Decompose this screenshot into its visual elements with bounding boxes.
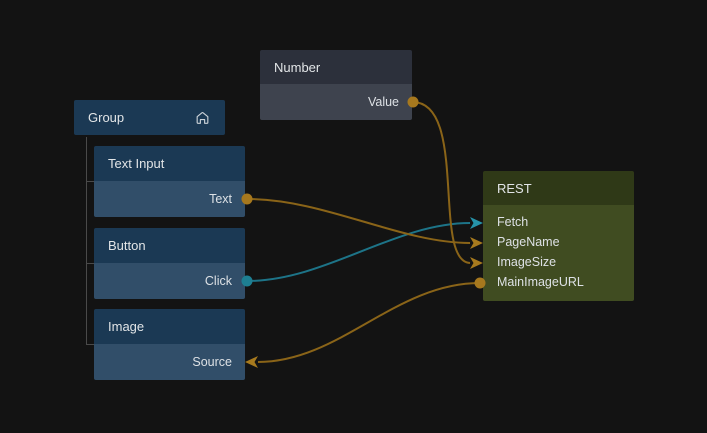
group-bracket-line [86,137,87,344]
port-dot-text-output[interactable] [241,193,253,205]
node-rest[interactable]: REST Fetch PageName ImageSize MainImageU… [483,171,634,301]
port-dot-mainimageurl-output[interactable] [474,277,486,289]
connection-value-to-imagesize[interactable] [412,101,471,264]
node-group-title: Group [88,110,125,125]
node-group-header: Group [74,100,225,135]
node-button[interactable]: Button Click [94,228,245,299]
node-image[interactable]: Image Source [94,309,245,380]
node-text-input[interactable]: Text Input Text [94,146,245,217]
node-rest-body: Fetch PageName ImageSize MainImageURL [483,205,634,301]
node-text-input-header: Text Input [94,146,245,181]
group-bracket-tick [86,344,94,345]
port-label-text: Text [209,192,232,206]
node-rest-header: REST [483,171,634,205]
node-number-title: Number [274,59,321,75]
port-arrow-pagename-input[interactable] [470,237,483,249]
home-icon[interactable] [194,110,211,126]
port-arrow-imagesize-input[interactable] [470,257,483,269]
node-image-title: Image [108,319,145,334]
group-bracket-tick [86,263,94,264]
port-row-click[interactable]: Click [94,263,245,299]
port-label-fetch: Fetch [497,215,529,229]
node-group[interactable]: Group [74,100,225,135]
port-label-click: Click [204,274,232,288]
group-bracket-tick [86,181,94,182]
port-label-source: Source [192,355,232,369]
port-arrow-source-input[interactable] [245,356,258,368]
port-row-text[interactable]: Text [94,181,245,217]
port-row-value[interactable]: Value [260,84,412,120]
port-label-imagesize: ImageSize [497,255,557,269]
port-row-mainimageurl[interactable]: MainImageURL [483,272,634,292]
port-row-imagesize[interactable]: ImageSize [483,252,634,272]
node-text-input-title: Text Input [108,156,165,171]
node-rest-title: REST [497,180,532,196]
node-button-title: Button [108,238,146,253]
node-number-header: Number [260,50,412,84]
port-row-source[interactable]: Source [94,344,245,380]
node-image-header: Image [94,309,245,344]
port-arrow-fetch-input[interactable] [470,217,483,229]
node-button-header: Button [94,228,245,263]
port-label-pagename: PageName [497,235,560,249]
connection-text-to-pagename[interactable] [246,198,471,244]
node-number[interactable]: Number Value [260,50,412,120]
port-row-fetch[interactable]: Fetch [483,212,634,232]
connection-click-to-fetch[interactable] [246,222,471,282]
port-label-value: Value [367,95,399,109]
port-row-pagename[interactable]: PageName [483,232,634,252]
connection-mainimageurl-to-source[interactable] [257,282,481,363]
port-dot-value-output[interactable] [407,96,419,108]
port-dot-click-output[interactable] [241,275,253,287]
port-label-mainimageurl: MainImageURL [497,275,584,289]
